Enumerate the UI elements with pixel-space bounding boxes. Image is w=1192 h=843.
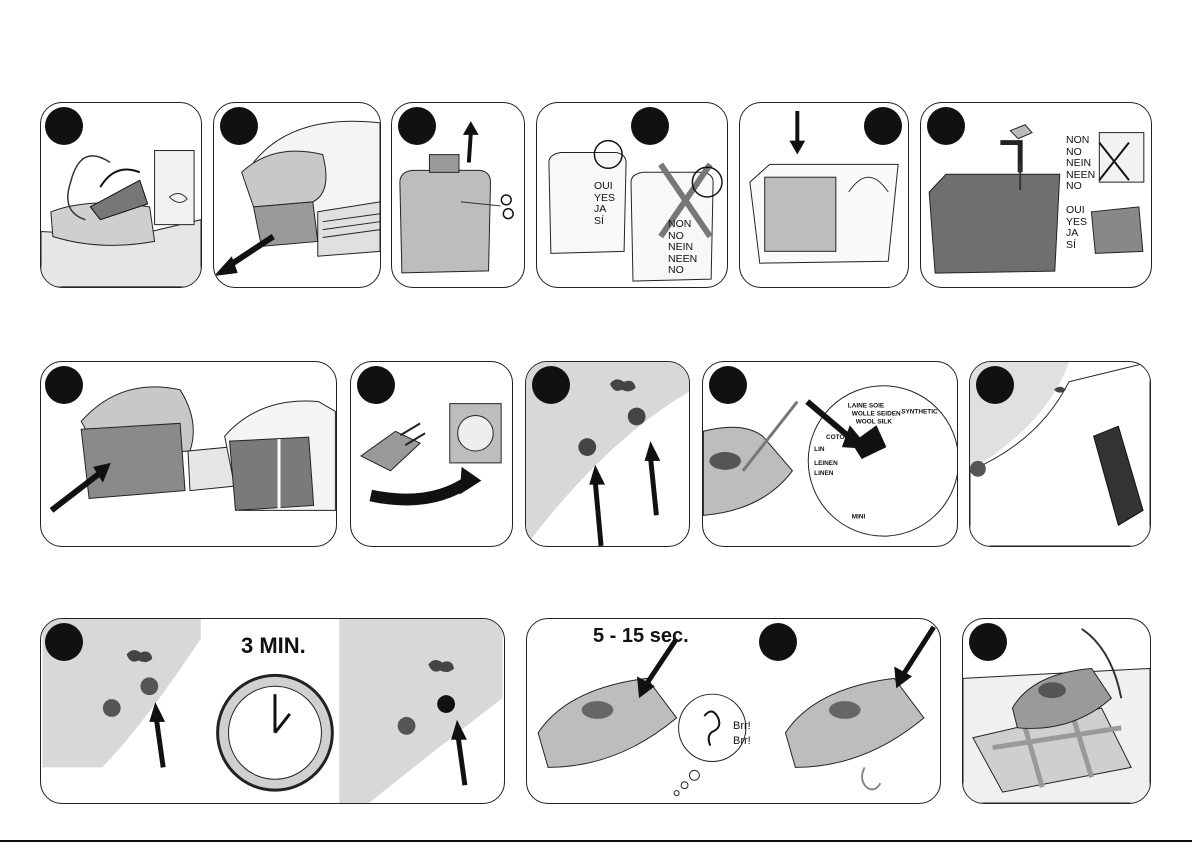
step-1-badge <box>45 107 83 145</box>
step-12-badge <box>45 623 83 661</box>
no-words-list: NON NO NEIN NEEN NO <box>668 219 697 277</box>
no-word: NEIN <box>1066 158 1095 170</box>
step-3-panel <box>391 102 525 288</box>
step-4-badge <box>631 107 669 145</box>
dial-label-linen: LINEN <box>814 470 834 477</box>
step-13-panel: 5 - 15 sec. Brr! Brr! <box>526 618 941 804</box>
step-10-panel: LAINE SOIE WOLLE SEIDEN WOOL SILK SYNTHE… <box>702 361 958 547</box>
step-14-panel <box>962 618 1151 804</box>
step-8-badge <box>357 366 395 404</box>
step-11-panel <box>969 361 1151 547</box>
steam-activation-illustration <box>527 619 940 803</box>
sound-word: Brr! <box>733 734 751 749</box>
step-5-badge <box>864 107 902 145</box>
sound-text: Brr! Brr! <box>733 719 751 749</box>
no-word: NO <box>1066 181 1095 193</box>
wait-time-label: 3 MIN. <box>241 633 306 659</box>
dial-label-wool-silk: LAINE SOIE <box>848 403 885 410</box>
dial-label-coton: COTON <box>826 434 849 441</box>
step-7-panel <box>40 361 337 547</box>
dial-label-wool-silk-en: WOOL SILK <box>856 418 893 425</box>
yes-words-list: OUI YES JA SÍ <box>594 181 615 227</box>
step-8-panel <box>350 361 513 547</box>
yes-word: JA <box>1066 228 1087 240</box>
no-word: NON <box>1066 135 1095 147</box>
step-2-badge <box>220 107 258 145</box>
dial-label-wolle-seiden: WOLLE SEIDEN <box>852 410 901 417</box>
step-4-panel: OUI YES JA SÍ NON NO NEIN NEEN NO <box>536 102 728 288</box>
step-9-panel <box>525 361 690 547</box>
yes-word: SÍ <box>594 216 615 228</box>
tank-reinsertion-illustration <box>41 362 336 546</box>
step-3-badge <box>398 107 436 145</box>
step-11-badge <box>976 366 1014 404</box>
dial-label-synthetic: SYNTHETIC <box>901 408 938 415</box>
yes-word: SÍ <box>1066 240 1087 252</box>
step-6-badge <box>927 107 965 145</box>
step-2-panel <box>213 102 381 288</box>
yes-word: OUI <box>1066 205 1087 217</box>
sound-word: Brr! <box>733 719 751 734</box>
dial-label-leinen: LEINEN <box>814 460 838 467</box>
step-10-badge <box>709 366 747 404</box>
dial-label-mini: MINI <box>852 513 866 520</box>
no-word: NO <box>668 265 697 277</box>
step-1-panel <box>40 102 202 288</box>
step-7-badge <box>45 366 83 404</box>
dial-label-lin: LIN <box>814 446 825 453</box>
step-5-panel <box>739 102 909 288</box>
yes-word: JA <box>594 204 615 216</box>
page-bottom-rule <box>0 840 1192 842</box>
step-14-badge <box>969 623 1007 661</box>
no-word: NON <box>668 219 697 231</box>
step-6-panel: NON NO NEIN NEEN NO OUI YES JA SÍ <box>920 102 1152 288</box>
yes-word: OUI <box>594 181 615 193</box>
step-9-badge <box>532 366 570 404</box>
yes-words-list: OUI YES JA SÍ <box>1066 205 1087 251</box>
step-12-panel: 3 MIN. <box>40 618 505 804</box>
no-word: NEIN <box>668 242 697 254</box>
press-duration-label: 5 - 15 sec. <box>593 625 689 648</box>
step-13-badge <box>759 623 797 661</box>
no-words-list: NON NO NEIN NEEN NO <box>1066 135 1095 193</box>
